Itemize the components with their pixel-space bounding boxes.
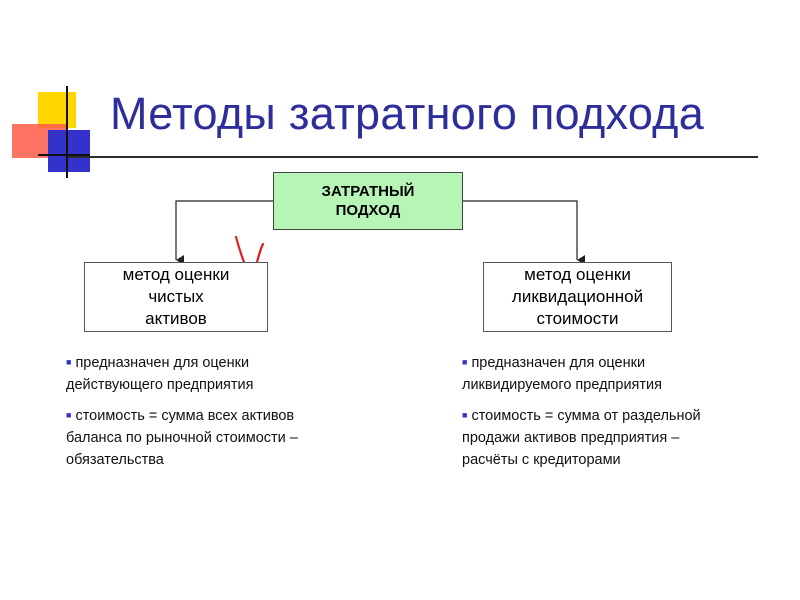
square-bullet-icon: ■: [66, 410, 72, 420]
node-right-line: ликвидационной: [511, 287, 644, 306]
square-bullet-icon: ■: [462, 410, 468, 420]
connector-left: [175, 200, 273, 265]
title-underline: [68, 156, 758, 158]
root-node-line: ПОДХОД: [335, 202, 401, 219]
node-right-line: метод оценки: [524, 265, 631, 284]
node-left-line: чистых: [148, 287, 204, 306]
logo-horizontal-line: [38, 154, 90, 156]
square-bullet-icon: ■: [66, 357, 72, 367]
bullet-item: ■предназначен для оценки действующего пр…: [66, 355, 254, 393]
bullet-item: ■стоимость = сумма от раздельной продажи…: [462, 408, 701, 468]
root-node-cost-approach: ЗАТРАТНЫЙ ПОДХОД: [273, 172, 463, 230]
node-liquidation-value-method: метод оценки ликвидационной стоимости: [483, 262, 672, 332]
bullet-item: ■предназначен для оценки ликвидируемого …: [462, 355, 662, 393]
bullet-item: ■стоимость = сумма всех активов баланса …: [66, 408, 298, 468]
left-bullet-list: ■предназначен для оценки действующего пр…: [66, 351, 386, 479]
node-left-line: метод оценки: [122, 265, 230, 284]
connector-right: [463, 200, 585, 265]
logo-square-yellow: [38, 92, 76, 128]
node-left-line: активов: [145, 309, 207, 328]
right-bullet-list: ■предназначен для оценки ликвидируемого …: [462, 351, 792, 479]
page-title: Методы затратного подхода: [110, 88, 705, 139]
logo-square-blue: [48, 130, 90, 172]
node-net-assets-method: метод оценки чистых активов: [84, 262, 268, 332]
root-node-line: ЗАТРАТНЫЙ: [321, 183, 415, 200]
node-right-line: стоимости: [536, 309, 619, 328]
square-bullet-icon: ■: [462, 357, 468, 367]
logo-vertical-line: [66, 86, 68, 178]
